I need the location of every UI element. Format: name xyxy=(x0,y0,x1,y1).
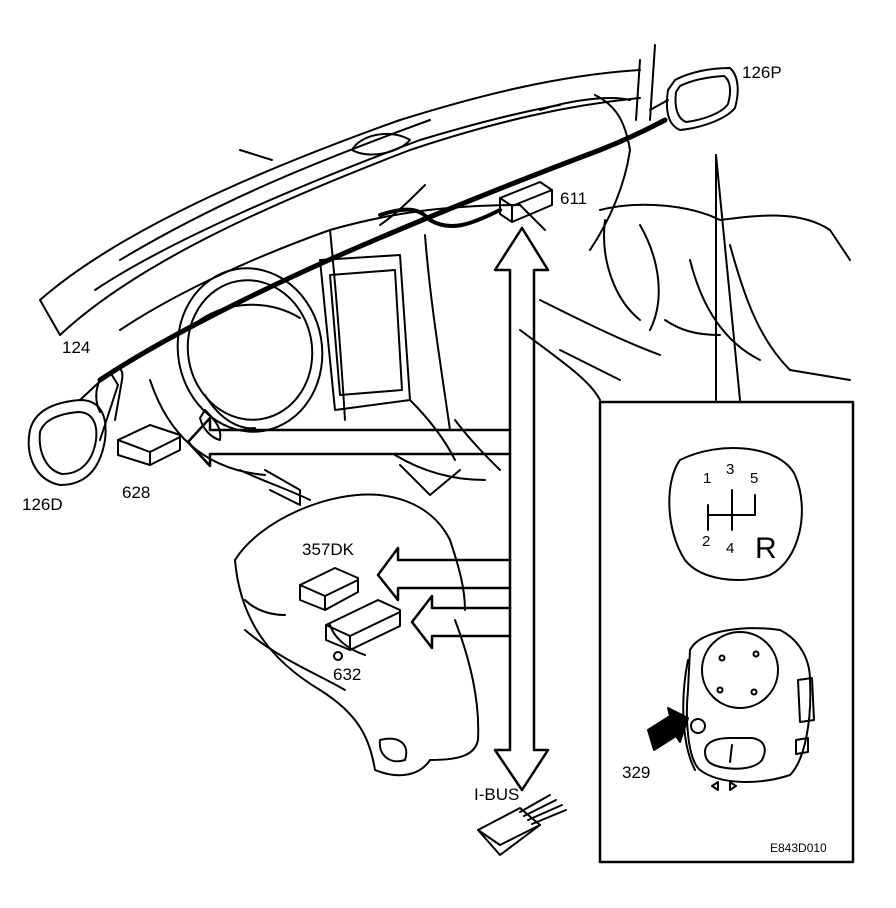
gear-3: 3 xyxy=(726,461,734,478)
label-357dk: 357DK xyxy=(302,540,355,559)
label-126p: 126P xyxy=(742,63,782,82)
figure-code: E843D010 xyxy=(770,841,827,855)
rear-seat-outline xyxy=(519,203,851,401)
ibus-double-arrow xyxy=(493,226,550,792)
arrow-to-357dk xyxy=(376,546,512,602)
gear-4: 4 xyxy=(726,540,734,557)
label-ibus: I-BUS xyxy=(474,785,519,804)
module-357dk xyxy=(299,567,359,611)
wiring-harness xyxy=(97,117,668,383)
label-611: 611 xyxy=(560,189,587,208)
harness-branch xyxy=(378,207,502,229)
gear-1: 1 xyxy=(703,470,711,487)
mirror-switch-329 xyxy=(682,627,815,791)
label-124: 124 xyxy=(62,338,90,357)
label-329: 329 xyxy=(622,763,650,782)
module-628 xyxy=(117,424,181,466)
gear-reverse: R xyxy=(755,532,777,565)
module-632 xyxy=(325,599,401,661)
steering-wheel xyxy=(149,267,324,506)
inset-leader-right xyxy=(715,154,741,401)
gear-knob xyxy=(668,447,803,581)
front-seat-outline xyxy=(234,493,480,777)
label-126d: 126D xyxy=(22,495,63,514)
switch-pointer-arrow xyxy=(647,707,689,751)
label-632: 632 xyxy=(333,665,361,684)
left-door-mirror xyxy=(27,367,124,486)
ibus-connector xyxy=(477,794,567,856)
gear-2: 2 xyxy=(702,533,710,550)
label-628: 628 xyxy=(122,483,150,502)
module-611 xyxy=(499,181,553,223)
gear-5: 5 xyxy=(750,470,758,487)
arrow-to-628 xyxy=(186,416,512,468)
inset-frame xyxy=(598,400,855,864)
dashboard-outline xyxy=(39,69,641,496)
right-door-mirror xyxy=(635,44,739,131)
arrow-to-632 xyxy=(410,594,512,650)
